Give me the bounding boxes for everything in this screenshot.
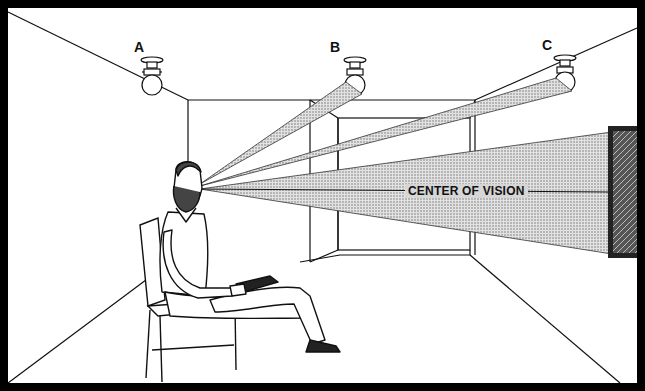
picture-ground — [8, 8, 637, 383]
lamp-letter: B — [330, 40, 340, 54]
room-lines — [8, 12, 637, 383]
seated-man — [160, 162, 340, 352]
center-of-vision-label: CENTER OF VISION — [405, 184, 528, 198]
frame-edge — [637, 120, 645, 265]
screen — [613, 131, 640, 253]
screen-frame — [608, 126, 640, 258]
ceiling-lamps — [141, 55, 576, 95]
vision-cones — [200, 78, 612, 254]
lamp-letter: C — [542, 38, 552, 52]
lamp-letter: A — [134, 40, 144, 54]
